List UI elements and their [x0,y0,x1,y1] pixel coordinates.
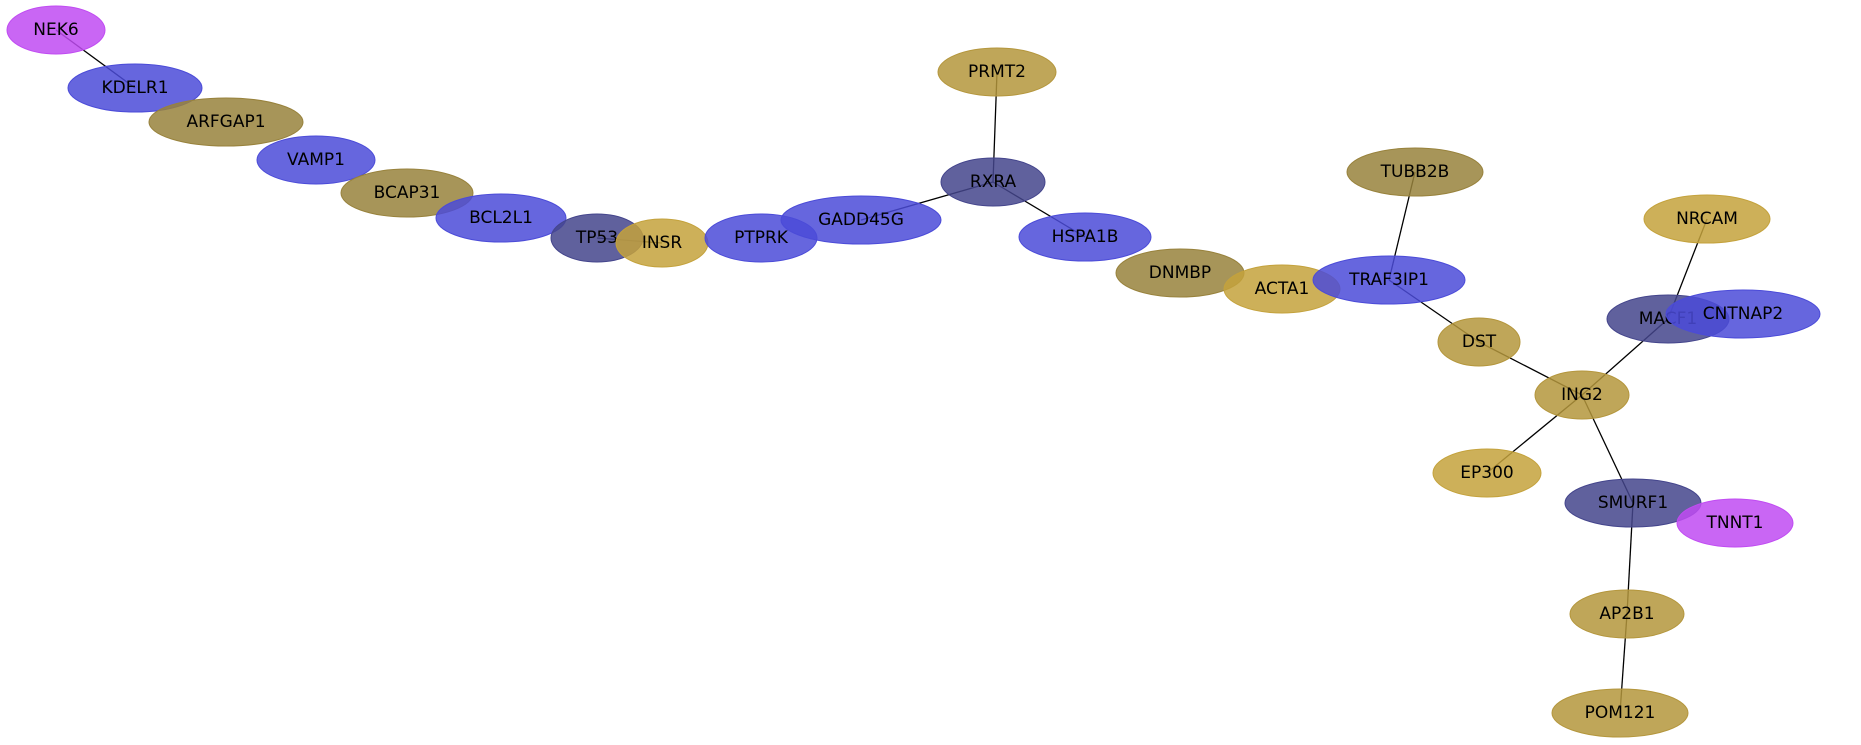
node-label: ARFGAP1 [186,112,265,132]
node-shape [6,5,106,55]
node-shape [256,135,376,185]
node-label: PTPRK [734,228,789,248]
node-tnnt1[interactable]: TNNT1 [1676,498,1794,548]
node-label: ING2 [1561,385,1603,405]
node-shape [1676,498,1794,548]
node-arfgap1[interactable]: ARFGAP1 [148,97,304,147]
node-vamp1[interactable]: VAMP1 [256,135,376,185]
node-bcap31[interactable]: BCAP31 [340,168,474,218]
node-label: GADD45G [818,210,904,230]
node-shape [1569,589,1685,639]
node-ep300[interactable]: EP300 [1432,448,1542,498]
node-shape [780,195,942,245]
node-dnmbp[interactable]: DNMBP [1115,248,1245,298]
node-label: BCL2L1 [469,208,533,228]
node-shape [435,193,567,243]
node-nrcam[interactable]: NRCAM [1643,194,1771,244]
node-shape [148,97,304,147]
node-shape [940,157,1046,207]
node-label: TRAF3IP1 [1348,270,1429,290]
node-bcl2l1[interactable]: BCL2L1 [435,193,567,243]
node-ap2b1[interactable]: AP2B1 [1569,589,1685,639]
node-rxra[interactable]: RXRA [940,157,1046,207]
node-dst[interactable]: DST [1437,317,1521,367]
node-label: ACTA1 [1255,279,1310,299]
node-hspa1b[interactable]: HSPA1B [1018,212,1152,262]
node-traf3ip1[interactable]: TRAF3IP1 [1312,255,1466,305]
node-shape [340,168,474,218]
node-label: RXRA [970,172,1017,192]
node-shape [1551,688,1689,738]
node-smurf1[interactable]: SMURF1 [1564,478,1702,528]
node-label: AP2B1 [1599,604,1654,624]
node-label: NEK6 [33,20,78,40]
edge-layer [55,29,1708,714]
node-insr[interactable]: INSR [615,218,709,268]
node-label: VAMP1 [287,150,345,170]
node-label: BCAP31 [374,183,441,203]
node-label: POM121 [1585,703,1656,723]
node-shape [1534,370,1630,420]
node-label: DNMBP [1149,263,1211,283]
node-label: KDELR1 [101,78,168,98]
node-cntnap2[interactable]: CNTNAP2 [1665,289,1821,339]
node-shape [67,63,203,113]
node-nek6[interactable]: NEK6 [6,5,106,55]
node-gadd45g[interactable]: GADD45G [780,195,942,245]
node-shape [937,47,1057,97]
node-shape [1437,317,1521,367]
node-kdelr1[interactable]: KDELR1 [67,63,203,113]
node-prmt2[interactable]: PRMT2 [937,47,1057,97]
node-label: DST [1462,332,1497,352]
node-tubb2b[interactable]: TUBB2B [1346,147,1484,197]
node-shape [1312,255,1466,305]
node-label: INSR [642,233,683,253]
node-label: TP53 [575,228,618,248]
node-shape [1346,147,1484,197]
node-shape [1018,212,1152,262]
node-shape [1432,448,1542,498]
node-label: TNNT1 [1705,513,1763,533]
node-label: PRMT2 [968,62,1026,82]
node-label: NRCAM [1676,209,1738,229]
node-shape [1643,194,1771,244]
node-label: TUBB2B [1380,162,1450,182]
node-shape [1665,289,1821,339]
node-label: HSPA1B [1052,227,1119,247]
node-label: SMURF1 [1598,493,1668,513]
node-pom121[interactable]: POM121 [1551,688,1689,738]
node-label: EP300 [1460,463,1513,483]
node-ing2[interactable]: ING2 [1534,370,1630,420]
node-label: CNTNAP2 [1703,304,1783,324]
